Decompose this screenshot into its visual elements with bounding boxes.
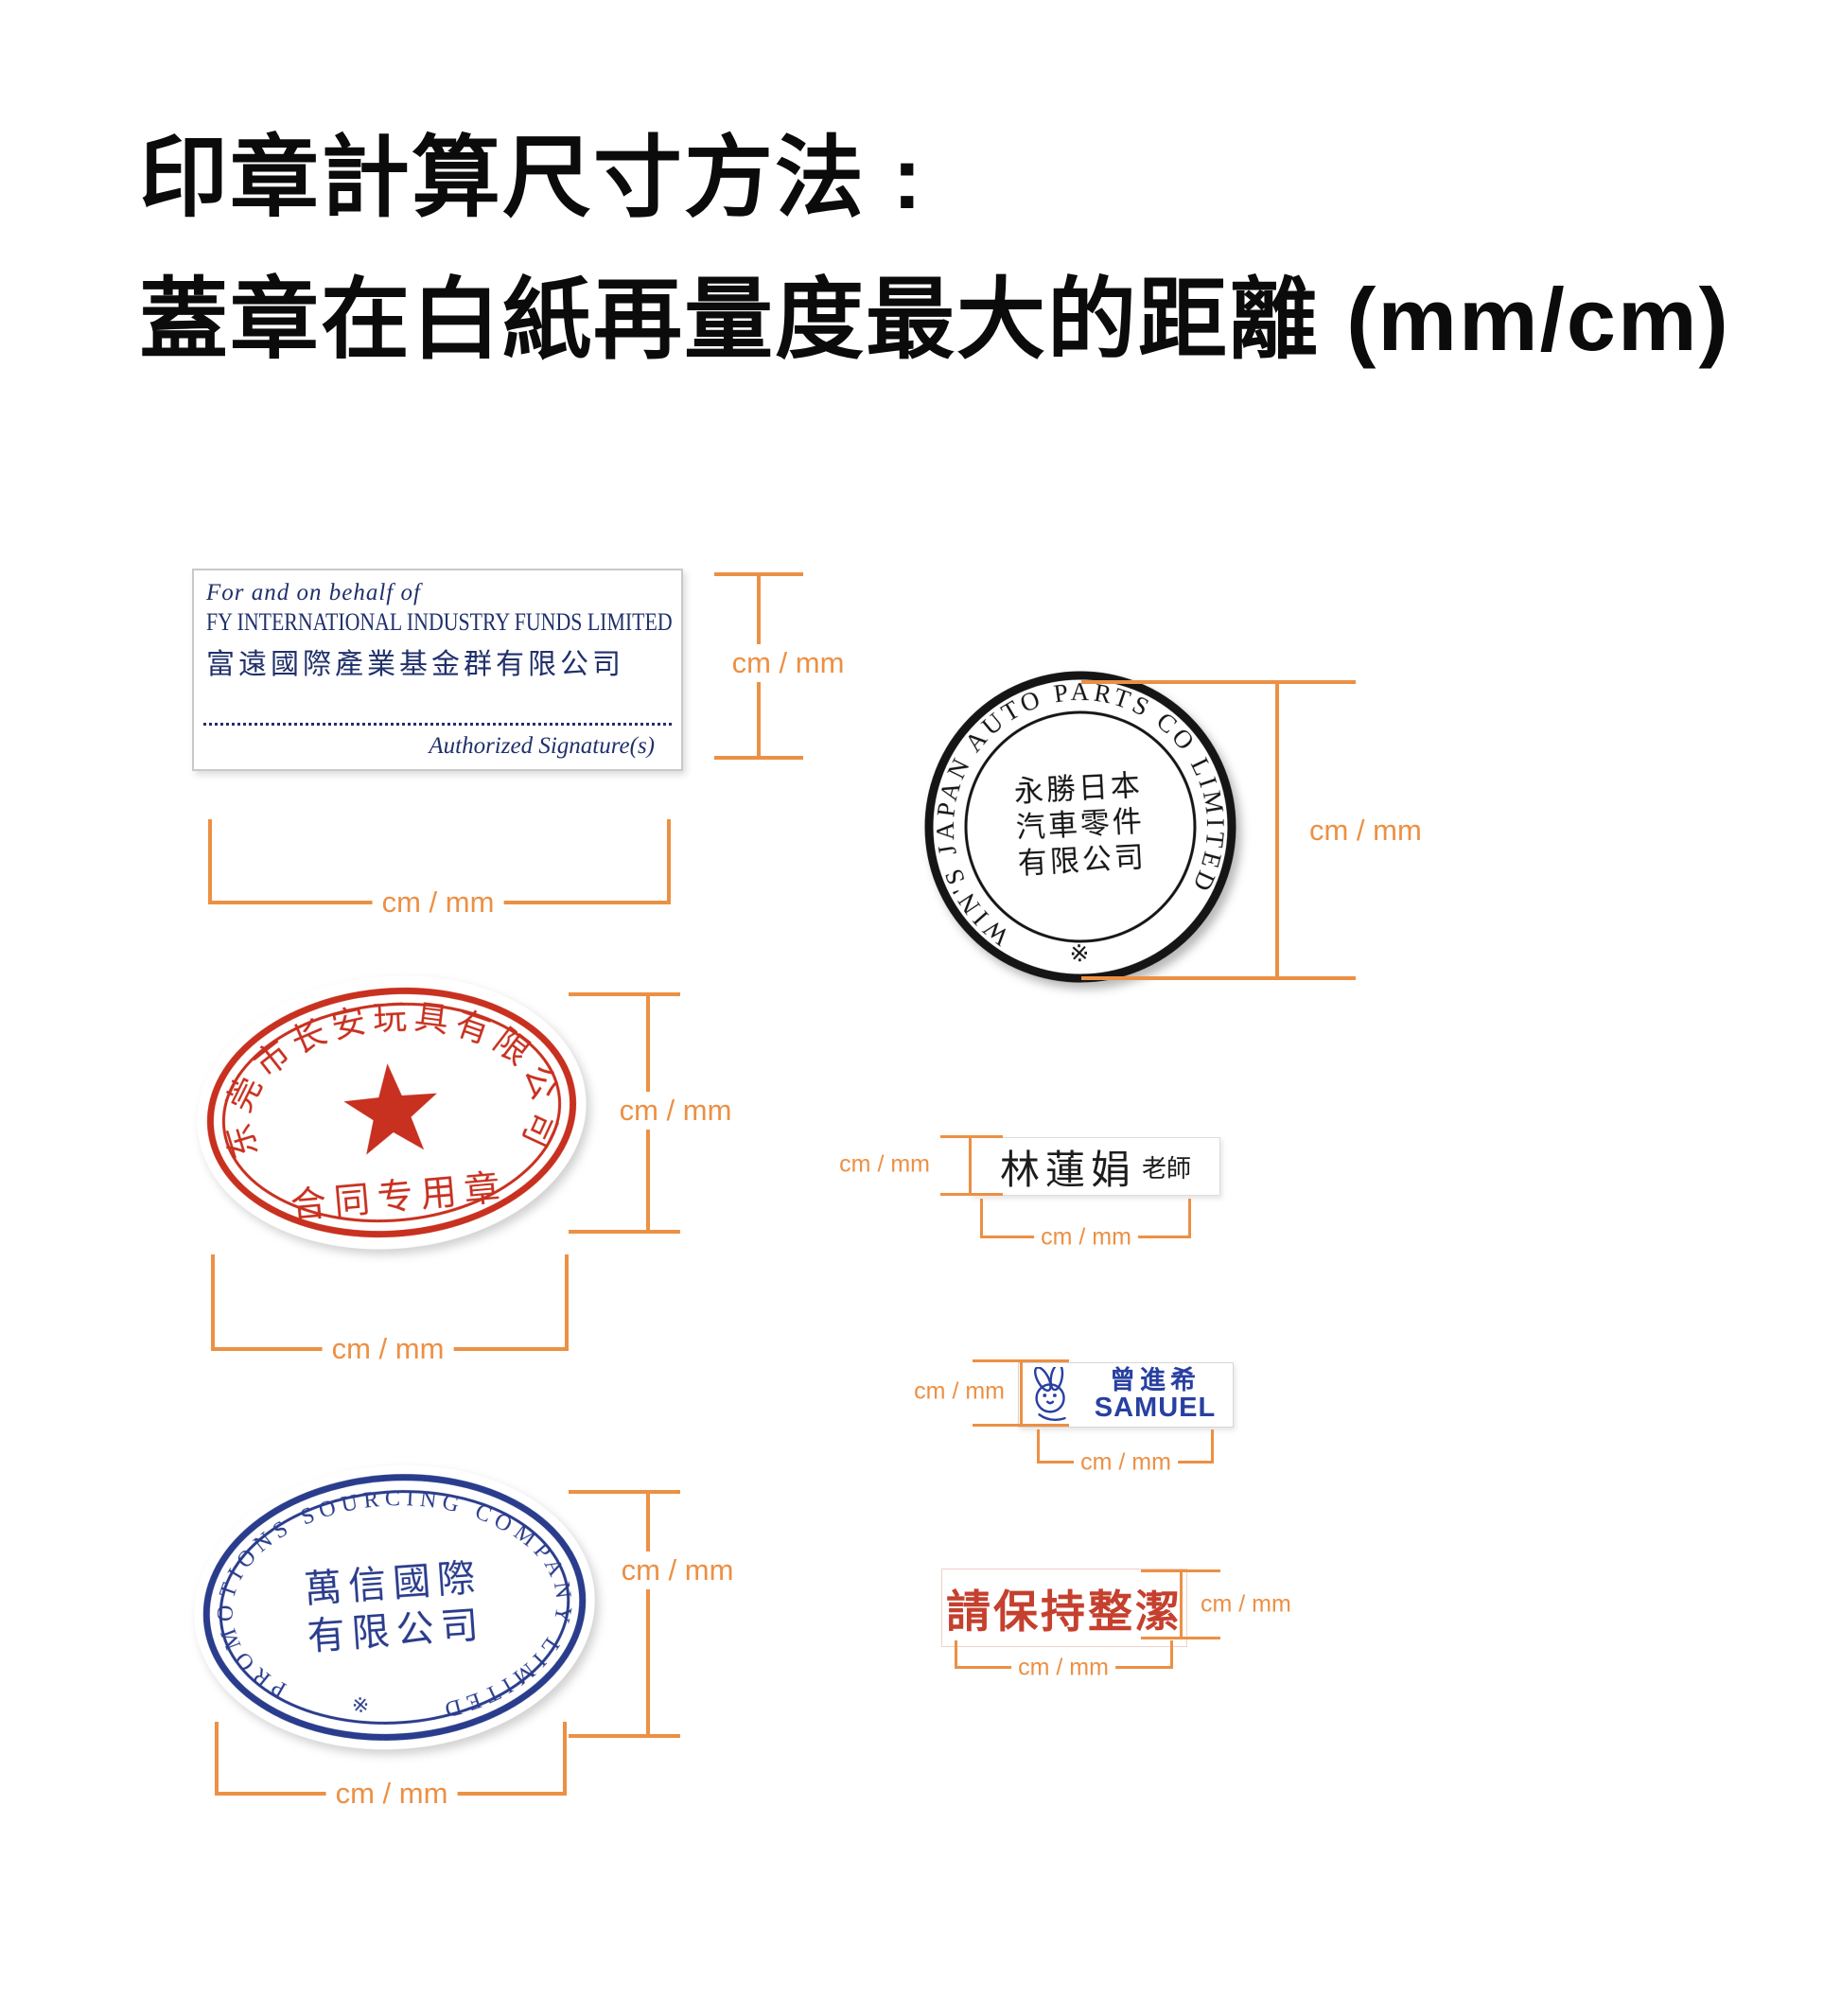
dimension-line (646, 1492, 650, 1738)
dimension-tick (980, 1199, 983, 1238)
wins-center-line1: 永勝日本 (1013, 769, 1144, 809)
dimension-tick (208, 819, 212, 904)
wins-inner-ring (964, 710, 1197, 943)
dimension-tick (1037, 1429, 1040, 1464)
signature-dotted-line (203, 723, 672, 726)
dimension-tick (940, 1135, 1003, 1138)
stamp-keep-clean: 請保持整潔 (941, 1569, 1187, 1647)
dimension-label: cm / mm (322, 1330, 454, 1368)
fy-company-english: FY INTERNATIONAL INDUSTRY FUNDS LIMITED (206, 608, 673, 636)
dimension-tick (211, 1254, 215, 1351)
dimension-tick (569, 1734, 680, 1738)
dimension-tick (1081, 680, 1356, 684)
dimension-tick (569, 1490, 680, 1494)
dimension-tick (940, 1193, 1003, 1196)
teacher-title-text: 老師 (1142, 1154, 1192, 1183)
page-title-line2: 蓋章在白紙再量度最大的距離 (mm/cm) (139, 270, 1730, 369)
stamp-fy: For and on behalf of FY INTERNATIONAL IN… (192, 569, 683, 771)
dimension-label: cm / mm (372, 884, 504, 921)
promotions-outer-ring (202, 1474, 587, 1741)
dimension-tick (565, 1254, 569, 1351)
dimension-label: cm / mm (325, 1775, 458, 1813)
samuel-text-block: 曾進希 SAMUEL (1085, 1367, 1225, 1423)
dimension-line (1020, 1359, 1023, 1427)
wins-center-line2: 汽車零件 (1015, 804, 1146, 844)
samuel-name-english: SAMUEL (1094, 1393, 1217, 1424)
stamp-wins-japan: WIN'S JAPAN AUTO PARTS CO LIMITED ※ 永勝日本… (923, 669, 1236, 983)
changan-outer-ring (206, 987, 577, 1238)
dimension-label: cm / mm (907, 1376, 1011, 1407)
dimension-label: cm / mm (611, 1551, 744, 1589)
samuel-name-chinese: 曾進希 (1110, 1366, 1201, 1395)
fy-signature-label: Authorized Signature(s) (429, 733, 655, 759)
rabbit-icon (1034, 1366, 1066, 1421)
dimension-tick (215, 1722, 219, 1796)
page-title-line1: 印章計算尺寸方法 : (139, 128, 924, 227)
dimension-label: cm / mm (1011, 1653, 1115, 1683)
dimension-tick (563, 1722, 567, 1796)
dimension-label: cm / mm (1074, 1447, 1178, 1478)
dimension-tick (1141, 1637, 1220, 1639)
fy-prefix-text: For and on behalf of (206, 580, 421, 605)
dimension-label: cm / mm (609, 1092, 742, 1130)
fy-company-chinese: 富遠國際產業基金群有限公司 (206, 649, 624, 680)
teacher-name-text: 林蓮娟 (999, 1148, 1136, 1193)
dimension-tick (569, 1230, 680, 1234)
dimension-label: cm / mm (1194, 1589, 1298, 1620)
red-star-icon (343, 1063, 437, 1155)
stamp-samuel: 曾進希 SAMUEL (1018, 1362, 1234, 1428)
changan-inner-ring (221, 1002, 562, 1223)
wins-center-line3: 有限公司 (1017, 840, 1148, 880)
dimension-tick (955, 1640, 957, 1669)
stamp-promotions-sourcing: PROMOTIONS SOURCING COMPANY LIMITED ※ 萬信… (194, 1464, 595, 1750)
stamp-teacher: 林蓮娟 老師 (971, 1137, 1220, 1196)
promotions-inner-ring (219, 1490, 570, 1725)
dimension-tick (1081, 976, 1356, 980)
dimension-tick (569, 992, 680, 996)
promotions-star-mark: ※ (351, 1692, 370, 1717)
promotions-sticker-background (194, 1464, 595, 1750)
dimension-tick (714, 756, 803, 760)
wins-star-mark: ※ (1069, 940, 1090, 968)
dimension-tick (667, 819, 671, 904)
dimension-line (969, 1137, 972, 1196)
dimension-label: cm / mm (833, 1149, 937, 1180)
dimension-line (1180, 1571, 1183, 1639)
dimension-tick (714, 572, 803, 576)
dimension-tick (1141, 1569, 1220, 1572)
dimension-label: cm / mm (1300, 812, 1431, 850)
dimension-tick (1170, 1640, 1173, 1669)
stamp-changan-toys: 东莞市长安玩具有限公司 合同专用章 (197, 975, 587, 1250)
dimension-tick (1211, 1429, 1214, 1464)
dimension-line (1275, 680, 1279, 980)
dimension-label: cm / mm (722, 644, 854, 682)
dimension-tick (1188, 1199, 1191, 1238)
dimension-label: cm / mm (1034, 1222, 1138, 1253)
